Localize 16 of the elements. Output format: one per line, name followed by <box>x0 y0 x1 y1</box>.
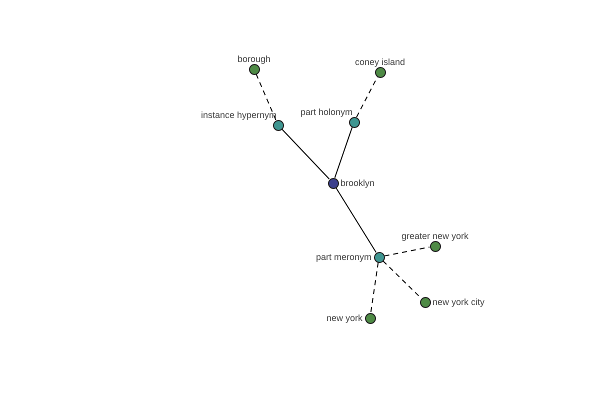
connector-line <box>335 187 377 253</box>
connector-line <box>256 74 276 120</box>
node-label: borough <box>237 54 271 64</box>
node-label: coney island <box>354 56 406 66</box>
node-label: part meronym <box>316 252 372 262</box>
node-label: new york city <box>432 297 485 307</box>
node-label: greater new york <box>401 230 469 240</box>
node-label: new york <box>326 313 362 323</box>
node-label: part holonym <box>300 106 352 116</box>
connector-line <box>281 128 330 180</box>
connector-line <box>334 126 353 178</box>
connector-line <box>382 260 422 299</box>
node-label: instance hypernym <box>200 110 276 120</box>
node-label: brooklyn <box>340 178 375 188</box>
connector-line <box>384 246 430 256</box>
connector-line <box>370 262 379 314</box>
